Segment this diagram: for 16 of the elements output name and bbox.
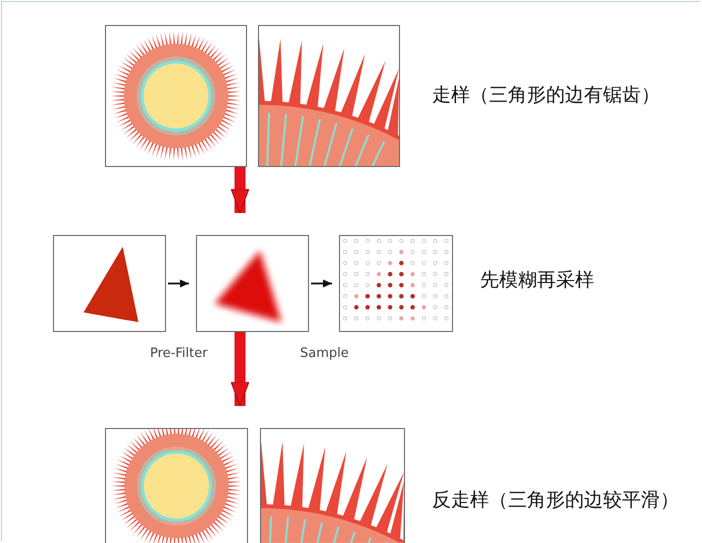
triangle-drawing: [53, 235, 166, 332]
arrow: [230, 332, 250, 406]
starburst-drawing: [105, 428, 248, 543]
caption-text: 先模糊再采样: [480, 268, 594, 293]
triangle-drawing: [196, 235, 309, 332]
arrow: [230, 167, 250, 214]
arrow: [168, 280, 189, 288]
zoomed-edge-drawing: [260, 428, 405, 543]
caption-text: 走样（三角形的边有锯齿）: [432, 83, 660, 108]
starburst-drawing: [105, 25, 247, 167]
sample-grid-drawing: [339, 235, 453, 332]
zoomed-edge-drawing: [258, 25, 400, 167]
step-label: Pre-Filter: [150, 346, 208, 361]
step-label: Sample: [300, 346, 349, 361]
caption-text: 反走样（三角形的边较平滑）: [432, 488, 679, 513]
arrow: [311, 280, 332, 288]
